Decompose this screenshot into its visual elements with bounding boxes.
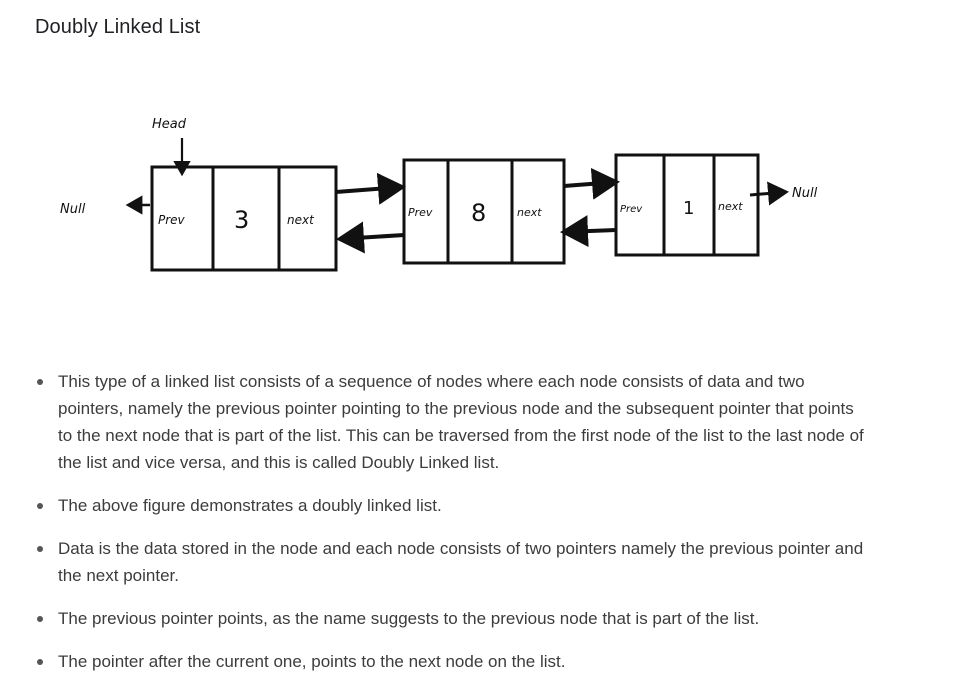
bullet-dot <box>37 503 43 509</box>
bullet-dot <box>37 659 43 665</box>
node-2-next-label: next <box>517 206 542 219</box>
node-3: Prev 1 next <box>614 153 760 257</box>
doubly-linked-list-diagram: Head Null Prev 3 next Prev 8 next Prev 1… <box>60 117 818 272</box>
prev-arrow-2-to-1 <box>336 221 405 254</box>
node-2: Prev 8 next <box>402 158 566 265</box>
node-1: Prev 3 next <box>150 165 338 272</box>
node-3-next-label: next <box>718 200 743 213</box>
list-item: The above figure demonstrates a doubly l… <box>35 492 865 519</box>
prev-arrow-3-to-2 <box>560 215 617 248</box>
bullet-dot <box>37 379 43 385</box>
right-null-label: Null <box>792 186 818 201</box>
left-null-label: Null <box>60 202 86 217</box>
list-item: This type of a linked list consists of a… <box>35 368 865 476</box>
list-item: The previous pointer points, as the name… <box>35 605 865 632</box>
head-label: Head <box>152 117 187 132</box>
node-2-box <box>402 158 566 265</box>
list-item: Data is the data stored in the node and … <box>35 535 865 589</box>
bullet-dot <box>37 616 43 622</box>
list-item: The pointer after the current one, point… <box>35 648 865 675</box>
node-1-box <box>150 165 338 272</box>
node-2-prev-label: Prev <box>408 206 433 219</box>
description-list: This type of a linked list consists of a… <box>35 368 865 691</box>
node-3-prev-label: Prev <box>620 204 643 215</box>
next-arrow-2-to-3 <box>563 167 620 200</box>
page-title: Doubly Linked List <box>35 16 201 38</box>
right-null-arrow <box>749 181 789 206</box>
node-1-prev-label: Prev <box>158 213 186 227</box>
node-1-next-label: next <box>287 213 315 227</box>
node-3-box <box>614 153 760 257</box>
node-2-data-value: 8 <box>471 199 486 227</box>
node-3-data-value: 1 <box>683 198 694 219</box>
bullet-dot <box>37 546 43 552</box>
node-1-data-value: 3 <box>234 206 249 234</box>
next-arrow-1-to-2 <box>335 172 406 205</box>
